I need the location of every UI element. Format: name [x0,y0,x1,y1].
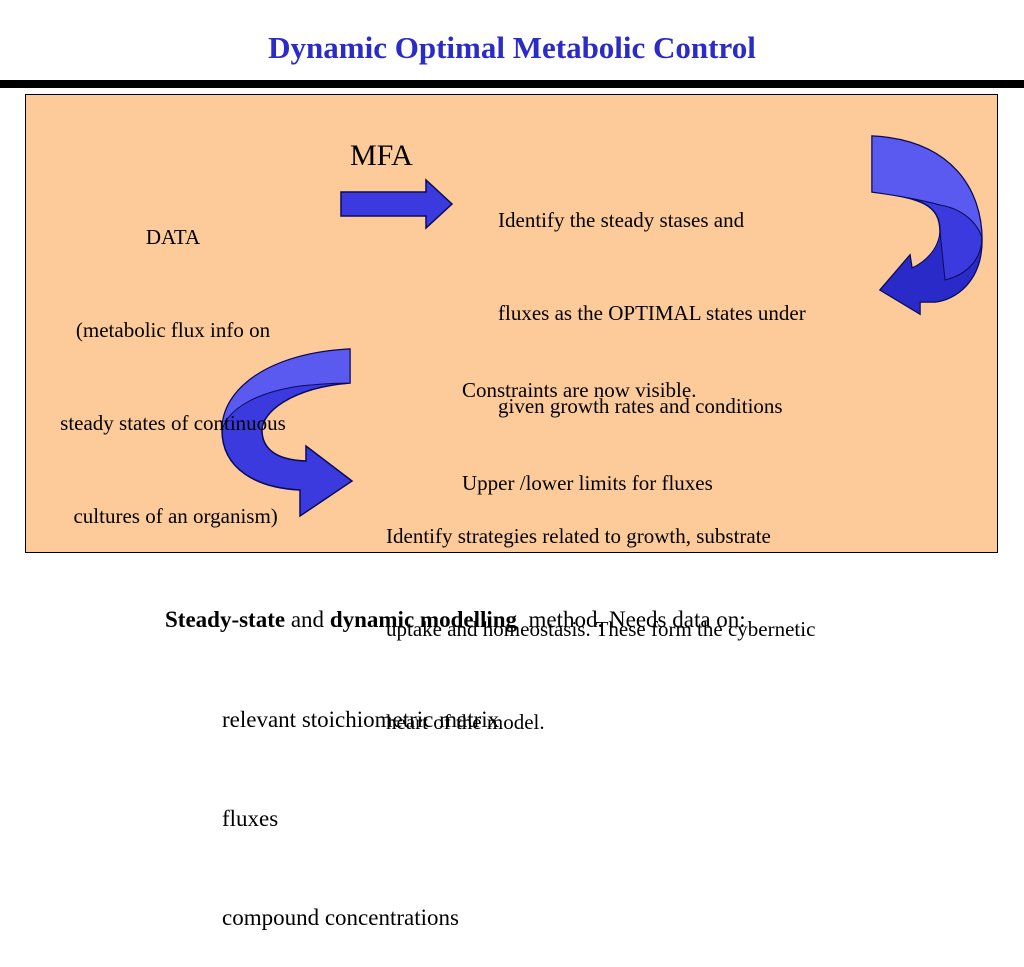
slide-title: Dynamic Optimal Metabolic Control [268,30,756,65]
method-needs-text: method. Needs data on: [517,607,746,632]
list-item: fluxes [222,806,279,831]
mfa-label: MFA [350,139,413,172]
data-needs-list: relevant stoichiometric matrix fluxes co… [222,637,499,967]
method-summary: Steady-state and dynamic modelling metho… [165,603,746,636]
identify-strategies-text: Identify strategies related to growth, s… [386,459,815,769]
data-line-1: DATA [145,225,201,249]
steady-state-term: Steady-state [165,607,286,632]
identify-steady-line-3: given growth rates and conditions [498,394,783,418]
mfa-right-arrow [340,178,454,230]
identify-strategies-line-2: uptake and homeostasis. These form the c… [386,617,816,641]
dynamic-modelling-term: dynamic modelling [329,607,518,632]
curved-arrow-left [221,348,354,518]
identify-strategies-line-1: Identify strategies related to growth, s… [386,524,771,548]
title-divider [0,80,1024,88]
identify-steady-states-text: Identify the steady stases and fluxes as… [498,143,806,453]
list-item: compound concentrations [222,905,459,930]
and-text: and [285,607,330,632]
data-description: DATA (metabolic flux info on steady stat… [28,160,318,563]
diagram-panel [25,94,998,553]
data-line-2: (metabolic flux info on [75,318,271,342]
identify-steady-line-2: fluxes as the OPTIMAL states under [498,301,806,325]
curved-arrow-right [871,135,983,316]
diagram-arrows [221,135,983,518]
data-line-4: cultures of an organism) [68,504,278,528]
identify-steady-line-1: Identify the steady stases and [498,208,745,232]
data-line-3: steady states of continuous [60,411,286,435]
constraints-line-2: Upper /lower limits for fluxes [462,471,713,495]
identify-strategies-line-3: heart of the model. [386,710,545,734]
list-item: relevant stoichiometric matrix [222,707,500,732]
constraints-text: Constraints are now visible. Upper /lowe… [462,313,713,530]
constraints-line-1: Constraints are now visible. [462,378,697,402]
